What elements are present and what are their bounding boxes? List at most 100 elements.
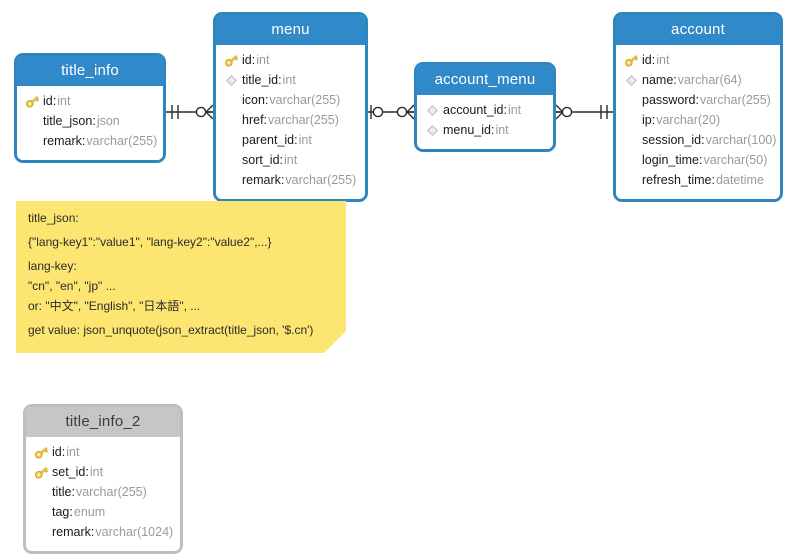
- attribute-row: ip: varchar(20): [616, 110, 780, 130]
- attribute-type: varchar(20): [656, 113, 721, 127]
- attribute-row: sort_id: int: [216, 150, 365, 170]
- attribute-row: href: varchar(255): [216, 110, 365, 130]
- key-icon: [222, 52, 240, 68]
- attribute-name: tag: [52, 505, 70, 519]
- attribute-type: varchar(255): [699, 93, 771, 107]
- attribute-name: account_id: [443, 103, 504, 117]
- blank-icon: [222, 112, 240, 128]
- entity-title-account_menu: account_menu: [417, 65, 553, 95]
- attribute-row: icon: varchar(255): [216, 90, 365, 110]
- note-line: or: "中文", "English", "日本語", ...: [28, 299, 201, 313]
- note-title_json[interactable]: title_json: {"lang-key1":"value1", "lang…: [16, 201, 346, 353]
- entity-attributes-menu: id: int title_id: int icon: varchar(255)…: [216, 45, 365, 199]
- blank-icon: [222, 172, 240, 188]
- attribute-name: set_id: [52, 465, 86, 479]
- attribute-name: title_id: [242, 73, 279, 87]
- attribute-type: int: [256, 53, 270, 67]
- entity-account[interactable]: account id: int name: varchar(64) passwo…: [613, 12, 783, 202]
- diamond-icon: [222, 72, 240, 88]
- attribute-row: id: int: [216, 50, 365, 70]
- blank-icon: [222, 92, 240, 108]
- attribute-row: name: varchar(64): [616, 70, 780, 90]
- attribute-name: remark: [52, 525, 91, 539]
- entity-account_menu[interactable]: account_menu account_id: int menu_id: in…: [414, 62, 556, 152]
- attribute-name: ip: [642, 113, 652, 127]
- blank-icon: [32, 484, 50, 500]
- note-line: lang-key:: [28, 259, 77, 273]
- entity-title-account: account: [616, 15, 780, 45]
- attribute-name: id: [52, 445, 62, 459]
- attribute-type: varchar(255): [269, 93, 341, 107]
- entity-attributes-title_info: id: int title_json: json remark: varchar…: [17, 86, 163, 160]
- attribute-type: int: [298, 133, 312, 147]
- attribute-name: remark: [43, 134, 82, 148]
- attribute-row: set_id: int: [26, 462, 180, 482]
- attribute-type: datetime: [715, 173, 764, 187]
- attribute-name: id: [43, 94, 53, 108]
- entity-title-title_info_2: title_info_2: [26, 407, 180, 437]
- blank-icon: [222, 152, 240, 168]
- note-fold-corner: [324, 331, 346, 353]
- entity-title_info_2[interactable]: title_info_2 id: int set_id: int title: …: [23, 404, 183, 554]
- attribute-type: int: [284, 153, 298, 167]
- attribute-name: menu_id: [443, 123, 491, 137]
- entity-attributes-title_info_2: id: int set_id: int title: varchar(255) …: [26, 437, 180, 551]
- blank-icon: [32, 504, 50, 520]
- blank-icon: [622, 112, 640, 128]
- attribute-type: varchar(255): [268, 113, 339, 127]
- note-line: "cn", "en", "jp" ...: [28, 279, 116, 293]
- attribute-row: id: int: [17, 91, 163, 111]
- entity-attributes-account: id: int name: varchar(64) password: varc…: [616, 45, 780, 199]
- blank-icon: [32, 524, 50, 540]
- blank-icon: [23, 113, 41, 129]
- attribute-type: enum: [73, 505, 106, 519]
- key-icon: [23, 93, 41, 109]
- entity-title_info[interactable]: title_info id: int title_json: json rema…: [14, 53, 166, 163]
- attribute-row: tag: enum: [26, 502, 180, 522]
- attribute-type: int: [66, 445, 80, 459]
- diamond-icon: [423, 122, 441, 138]
- key-icon: [32, 444, 50, 460]
- attribute-type: varchar(255): [285, 173, 357, 187]
- attribute-row: id: int: [26, 442, 180, 462]
- relationship-title_info-menu: [166, 104, 214, 120]
- blank-icon: [622, 172, 640, 188]
- attribute-type: varchar(255): [75, 485, 147, 499]
- attribute-row: title_json: json: [17, 111, 163, 131]
- attribute-row: remark: varchar(255): [17, 131, 163, 151]
- attribute-name: title_json: [43, 114, 93, 128]
- key-icon: [622, 52, 640, 68]
- attribute-row: session_id: varchar(100): [616, 130, 780, 150]
- attribute-name: parent_id: [242, 133, 295, 147]
- diamond-icon: [423, 102, 441, 118]
- note-line: get value: json_unquote(json_extract(tit…: [28, 323, 314, 337]
- entity-title-menu: menu: [216, 15, 365, 45]
- blank-icon: [622, 152, 640, 168]
- attribute-row: password: varchar(255): [616, 90, 780, 110]
- relationship-menu-account_menu: [368, 104, 415, 120]
- blank-icon: [222, 132, 240, 148]
- attribute-type: int: [656, 53, 670, 67]
- entity-title-title_info: title_info: [17, 56, 163, 86]
- entity-attributes-account_menu: account_id: int menu_id: int: [417, 95, 553, 149]
- attribute-row: refresh_time: datetime: [616, 170, 780, 190]
- attribute-type: varchar(255): [86, 134, 158, 148]
- attribute-row: remark: varchar(1024): [26, 522, 180, 542]
- attribute-type: int: [282, 73, 296, 87]
- attribute-name: id: [242, 53, 252, 67]
- attribute-type: varchar(100): [705, 133, 777, 147]
- attribute-row: parent_id: int: [216, 130, 365, 150]
- attribute-row: menu_id: int: [417, 120, 553, 140]
- attribute-name: title: [52, 485, 72, 499]
- attribute-row: login_time: varchar(50): [616, 150, 780, 170]
- attribute-type: int: [495, 123, 509, 137]
- attribute-name: session_id: [642, 133, 702, 147]
- blank-icon: [23, 133, 41, 149]
- attribute-name: remark: [242, 173, 281, 187]
- attribute-type: int: [57, 94, 71, 108]
- attribute-name: icon: [242, 93, 265, 107]
- entity-menu[interactable]: menu id: int title_id: int icon: varchar…: [213, 12, 368, 202]
- attribute-type: varchar(50): [703, 153, 768, 167]
- attribute-name: href: [242, 113, 264, 127]
